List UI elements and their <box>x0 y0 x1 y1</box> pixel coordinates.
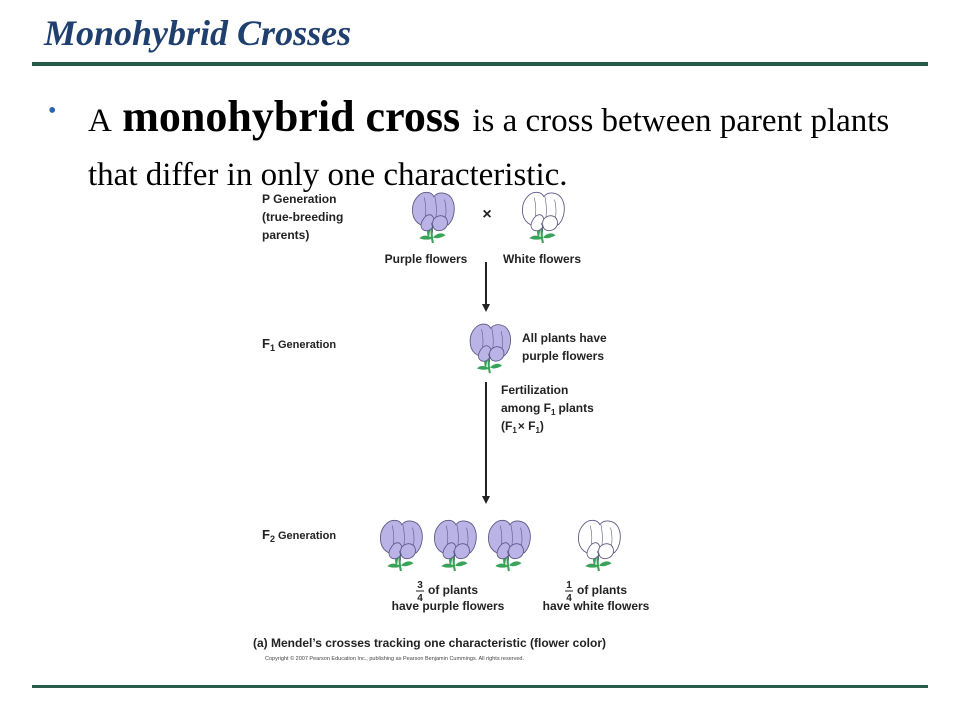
purple-fraction-numerator: 3 <box>417 580 423 591</box>
p-generation-label: P Generation (true-breeding parents) <box>262 192 347 242</box>
bullet-term: monohybrid cross <box>122 92 461 141</box>
figure-caption: (a) Mendel’s crosses tracking one charac… <box>253 636 606 650</box>
f2-white-flower-icon <box>577 519 622 573</box>
f1-result-text: All plants have purple flowers <box>522 331 610 363</box>
purple-flower-icon <box>411 191 456 245</box>
bullet-rest: is a cross between parent plants that di… <box>88 103 890 193</box>
f1-purple-flower-icon <box>469 323 512 375</box>
white-fraction-numerator: 1 <box>566 580 572 591</box>
purple-result-text: have purple flowers <box>392 599 505 613</box>
white-result-text: have white flowers <box>543 599 650 613</box>
f2-purple-flower-icon <box>487 519 532 573</box>
purple-fraction-text: of plants <box>428 583 478 597</box>
white-fraction-denominator: 4 <box>566 593 572 604</box>
purple-flowers-label: Purple flowers <box>385 252 468 266</box>
cross-symbol: × <box>482 206 491 223</box>
purple-fraction-denominator: 4 <box>417 593 423 604</box>
slide-title: Monohybrid Crosses <box>44 13 352 53</box>
white-flowers-label: White flowers <box>503 252 581 266</box>
title-divider <box>32 62 928 66</box>
f2-purple-flower-icon <box>433 519 478 573</box>
white-flower-icon <box>521 191 566 245</box>
white-fraction-text: of plants <box>577 583 627 597</box>
footer-divider <box>32 685 928 688</box>
bullet-lead: A <box>88 103 111 139</box>
bullet-marker: • <box>48 98 57 124</box>
copyright-notice: Copyright © 2007 Pearson Education Inc.,… <box>265 655 524 662</box>
f2-purple-flower-icon <box>379 519 424 573</box>
bullet-text: A monohybrid cross is a cross between pa… <box>88 90 928 202</box>
